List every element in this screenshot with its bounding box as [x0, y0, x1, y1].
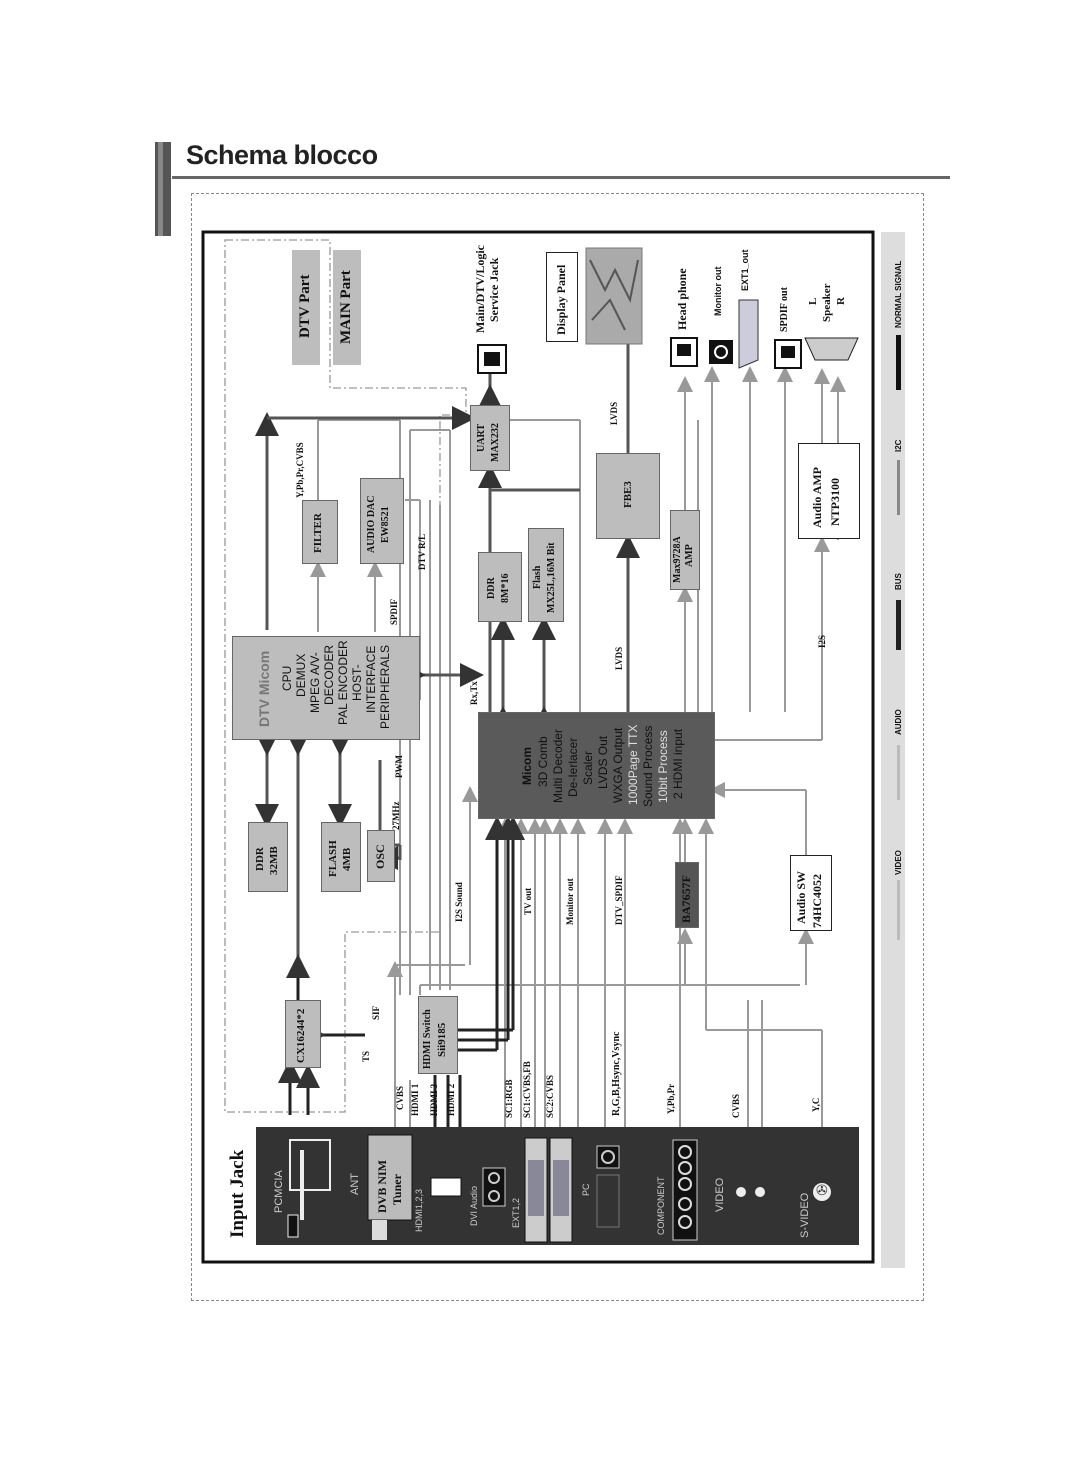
service-jack-line1: Main/DTV/Logic — [473, 244, 487, 333]
legend-bus: BUS — [894, 573, 903, 590]
signal-lvds-bottom: LVDS — [614, 646, 624, 670]
uart-block: UART MAX232 — [470, 405, 510, 471]
signal-sif: SIF — [371, 1005, 381, 1020]
pcmcia-label: PCMCIA — [273, 1170, 285, 1213]
ddr-32mb-block: DDR 32MB — [248, 822, 288, 892]
signal-lvds-top: LVDS — [609, 401, 619, 425]
tuner-line1: DVB NIM — [375, 1160, 389, 1213]
legend-video: VIDEO — [894, 850, 903, 875]
diagram-frame — [191, 193, 924, 1301]
page-title: Schema blocco — [186, 140, 378, 170]
signal-hdmi1: HDMI 1 — [410, 1083, 420, 1116]
dtv-part-tag: DTV Part — [292, 250, 320, 365]
signal-sc2cvbs: SC2:CVBS — [545, 1074, 555, 1118]
hdmi-switch-block: HDMI Switch Sii9185 — [418, 996, 458, 1074]
speaker-l: L — [807, 297, 819, 305]
max9728a-block: Max9728A AMP — [670, 510, 700, 590]
audio-dac-block: AUDIO DAC EW8521 — [360, 478, 404, 564]
speaker-r: R — [835, 297, 847, 305]
signal-27mhz: 27MHz — [391, 801, 401, 831]
signal-monitor-out: Monitor out — [565, 878, 575, 925]
ba7657f-block: BA7657F — [675, 862, 699, 928]
legend-normal-signal: NORMAL SIGNAL — [894, 260, 903, 328]
title-accent-stripe — [158, 142, 163, 236]
video-label: VIDEO — [714, 1177, 726, 1212]
pc-label: PC — [581, 1183, 591, 1196]
signal-i2s: I2S — [817, 634, 827, 648]
signal-yc: Y,C — [811, 1097, 821, 1112]
signal-sc1rgb: SC1:RGB — [504, 1079, 514, 1118]
signal-rxtx: Rx,Tx — [469, 681, 479, 705]
fbe3-block: FBE3 — [596, 453, 660, 539]
audio-amp-block: Audio AMP NTP3100 — [798, 443, 860, 539]
signal-i2s-sound: I2S Sound — [454, 882, 464, 922]
ext-label: EXT1,2 — [511, 1197, 521, 1228]
signal-ts: TS — [361, 1050, 371, 1062]
signal-dtv-spdif: DTV_SPDIF — [614, 875, 624, 925]
ddr-8m-block: DDR 8M*16 — [478, 552, 522, 622]
audio-sw-block: Audio SW 74HC4052 — [790, 855, 832, 931]
ext1-out-label: EXT1_out — [740, 249, 750, 291]
ant-label: ANT — [349, 1173, 361, 1195]
filter-block: FILTER — [302, 500, 338, 564]
display-panel-label-box: Display Panel — [546, 252, 578, 342]
micom-block: Micom 3D Comb Multi Decoder De-Ierlacer … — [478, 712, 715, 819]
osc-block: OSC — [367, 830, 395, 882]
spdif-out-label: SPDIF out — [779, 287, 790, 332]
signal-hdmi3: HDMI 3 — [429, 1083, 439, 1116]
legend-audio: AUDIO — [894, 709, 903, 735]
signal-ypbpr: Y,Pb,Pr — [666, 1083, 676, 1114]
head-phone-label: Head phone — [675, 268, 689, 330]
input-jack-label: Input Jack — [227, 1149, 248, 1238]
dtv-micom-block: DTV Micom CPU DEMUX MPEG A/V- DECODER PA… — [232, 636, 420, 740]
monitor-out-label: Monitor out — [713, 266, 723, 316]
signal-rgbh: R,G,B,Hsync,Vsync — [611, 1031, 622, 1116]
flash-4mb-block: FLASH 4MB — [321, 822, 361, 892]
signal-cvbs2: CVBS — [731, 1093, 741, 1118]
speaker-label: Speaker — [821, 283, 833, 323]
tuner-line2: Tuner — [390, 1174, 404, 1205]
svideo-label: S-VIDEO — [799, 1192, 811, 1238]
signal-pwm: PWM — [394, 755, 404, 778]
cx16244-block: CX16244*2 — [285, 1000, 321, 1068]
legend-i2c: I2C — [894, 439, 903, 452]
main-part-tag: MAIN Part — [333, 250, 361, 365]
signal-sc1cvbs: SC1:CVBS,FB — [522, 1061, 532, 1118]
signal-dtv-rl: DTV R/L — [417, 533, 427, 570]
flash-16m-block: Flash MX25L,16M Bit — [528, 528, 564, 622]
signal-cvbs: CVBS — [395, 1085, 405, 1110]
svideo-icon: ✇ — [816, 1184, 828, 1199]
hdmi-jack-label: HDMI1,2,3 — [414, 1188, 424, 1232]
signal-spdif: SPDIF — [389, 598, 399, 625]
service-jack-line2: Service Jack — [487, 257, 501, 322]
title-underline — [172, 176, 950, 179]
signal-tv-out: TV out — [523, 887, 533, 915]
signal-ypbpr-cvbs: Y,Pb,Pr,CVBS — [295, 442, 305, 498]
component-label: COMPONENT — [656, 1176, 666, 1236]
signal-hdmi2: HDMI 2 — [446, 1083, 456, 1116]
dvi-audio-label: DVI Audio — [469, 1185, 479, 1226]
